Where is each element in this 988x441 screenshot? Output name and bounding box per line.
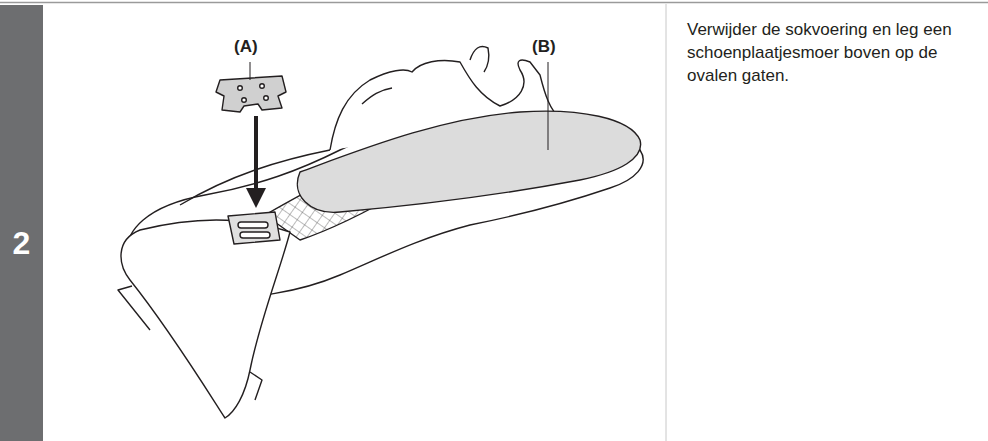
oval-hole <box>240 232 270 238</box>
cleat-slot-plate <box>228 212 280 244</box>
insert-arrow <box>254 116 258 192</box>
cell-divider <box>666 4 667 441</box>
arrow-head <box>246 188 266 208</box>
step-number: 2 <box>13 225 31 262</box>
sock-liner <box>297 111 640 212</box>
cleat-nut <box>216 76 286 112</box>
leader-line <box>548 62 549 150</box>
frame-line <box>0 2 988 4</box>
shoe-strap <box>118 286 262 400</box>
part-label: (A) <box>234 36 258 59</box>
part-label: (B) <box>532 36 556 59</box>
instruction-text: Verwijder de sokvoering en leg een schoe… <box>687 19 977 88</box>
shoe-tongue <box>121 220 290 418</box>
leader-line <box>250 62 251 80</box>
oval-hole <box>238 222 268 228</box>
shoe-collar <box>362 47 489 105</box>
step-band: 2 <box>0 5 43 441</box>
